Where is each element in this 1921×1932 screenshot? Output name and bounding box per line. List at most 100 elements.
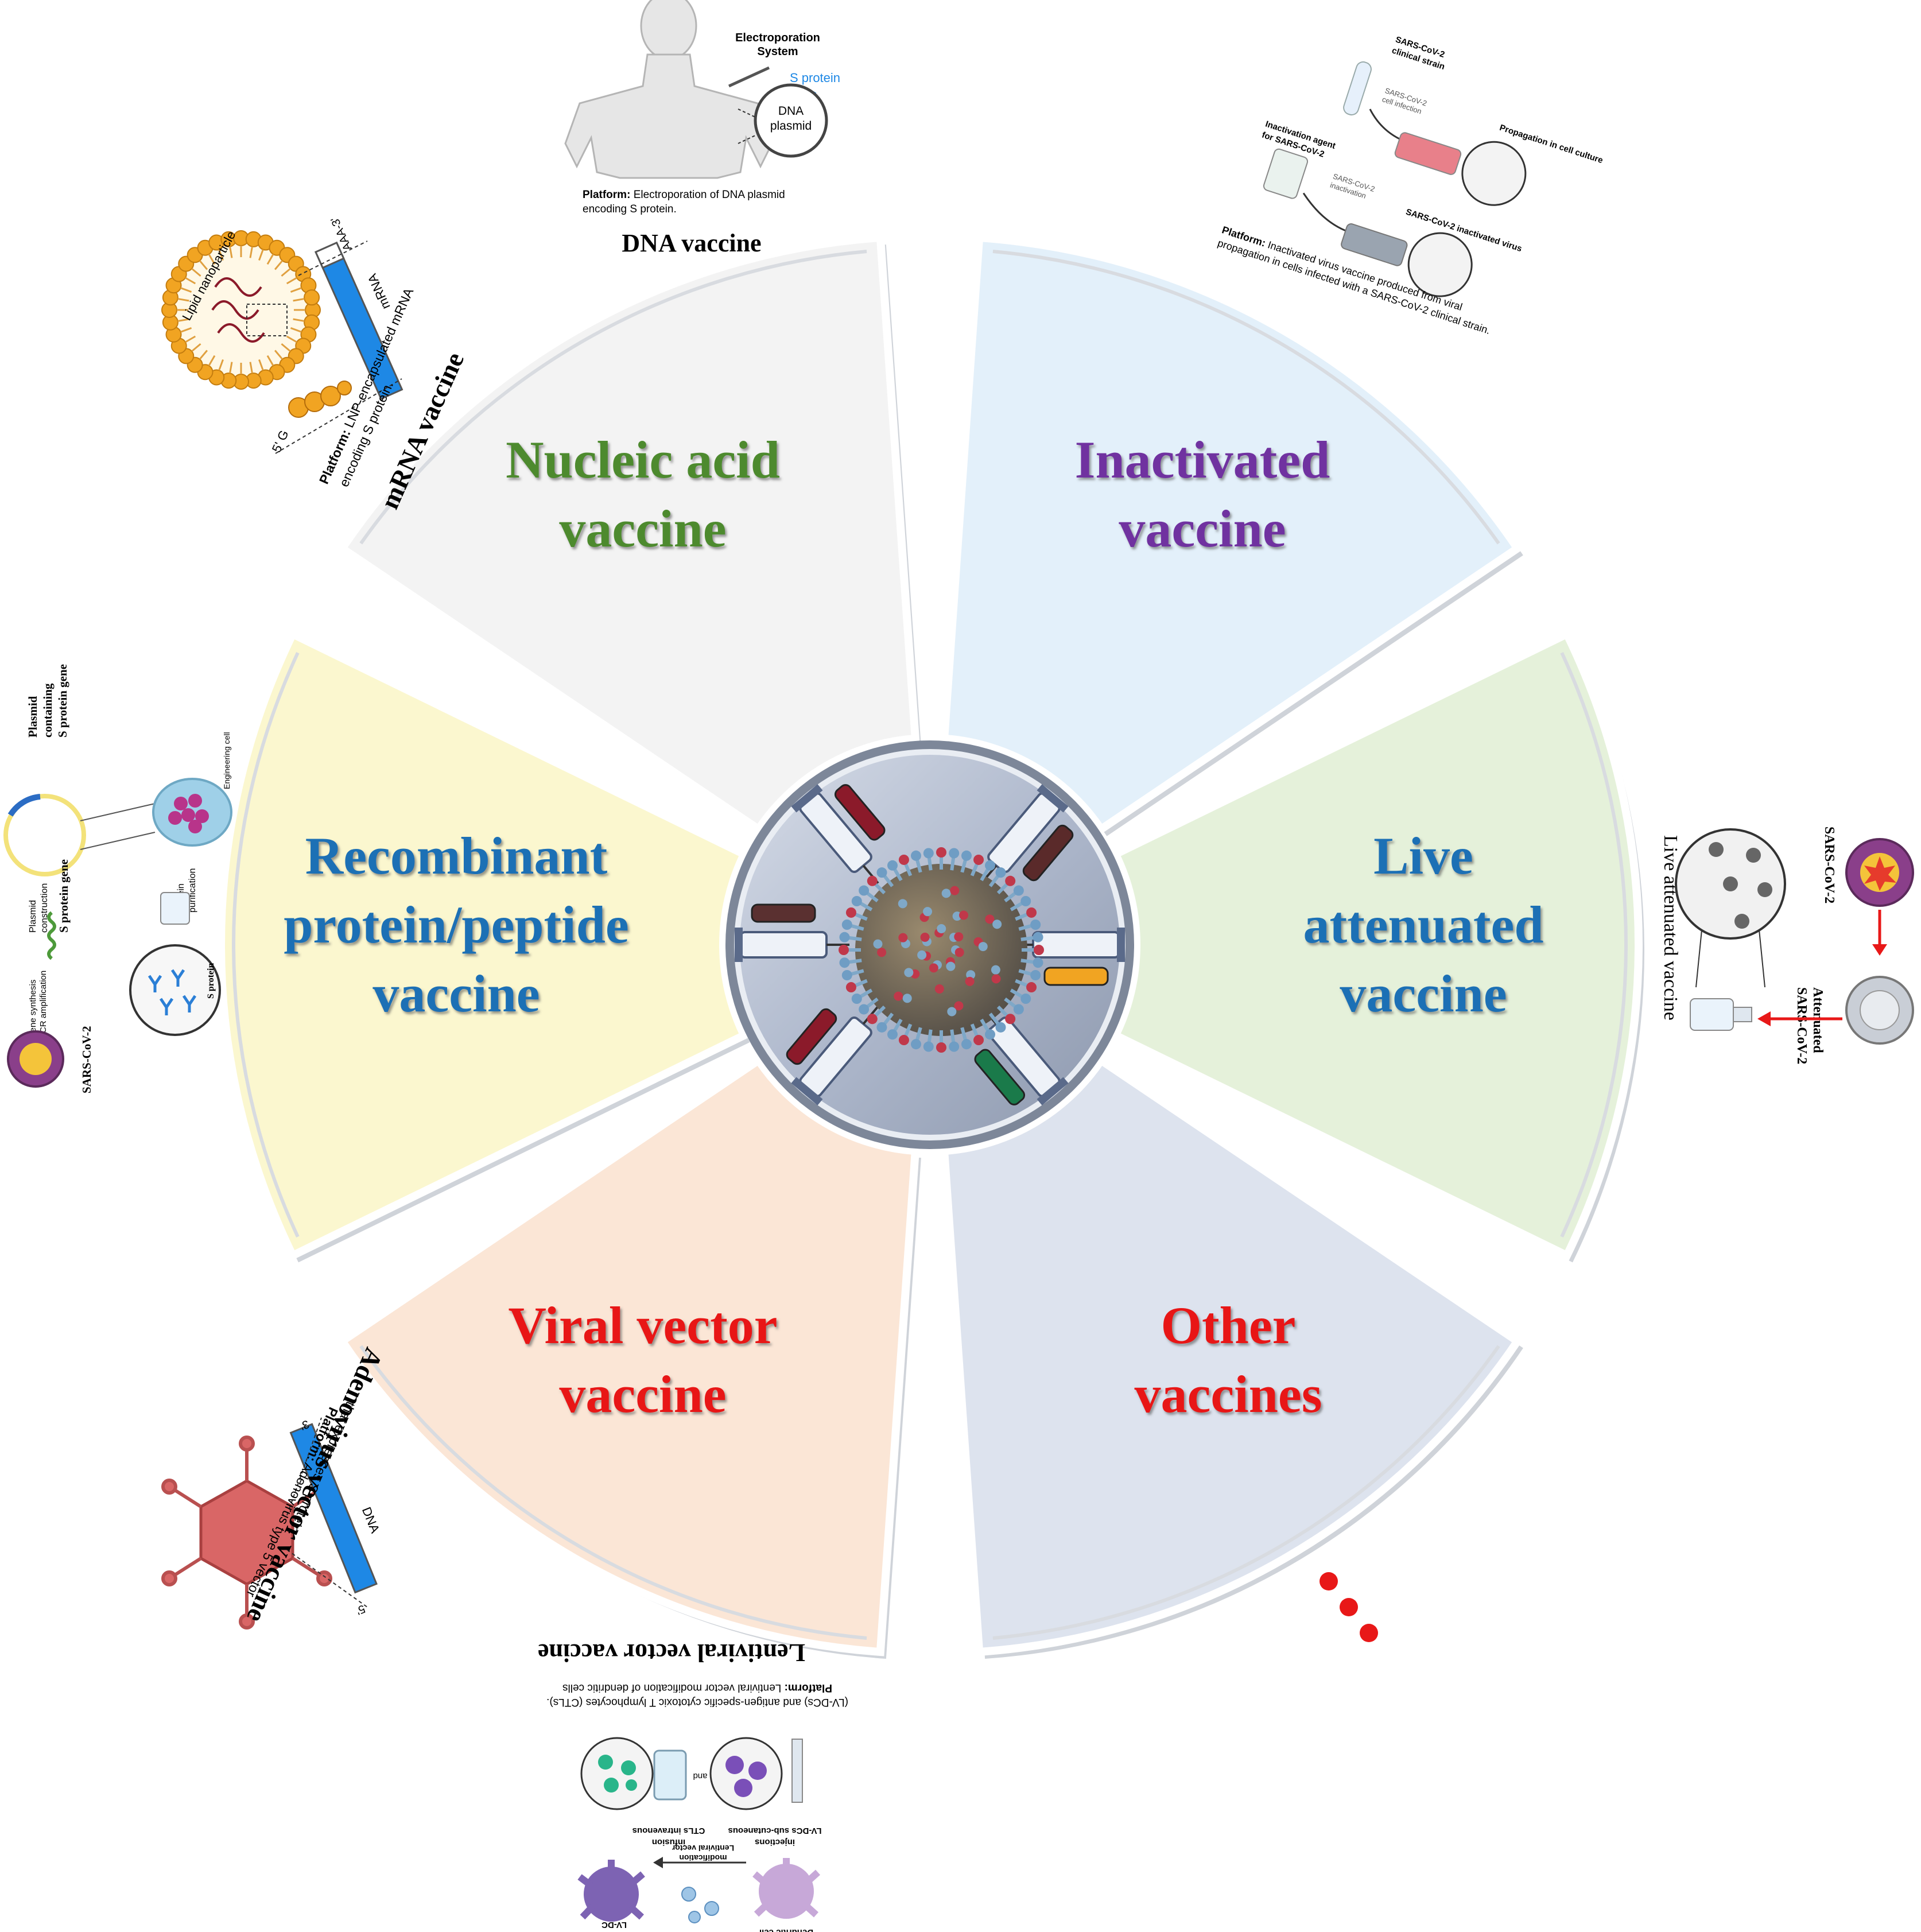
syringe-icon [791,784,886,884]
injection-syringe-icon [791,1739,803,1803]
coronavirus-icon [839,847,1044,1053]
adeno-zoom-lines [286,1417,368,1608]
dna-plasmid-label-2: plasmid [770,119,812,133]
sector-inactivated-title-0: Inactivated [1075,430,1330,489]
dna-vaccine-panel: Electroporation System S protein DNA pla… [564,0,840,257]
sector-recombinant [217,629,750,1261]
recombinant-construction-2: construction [40,883,49,933]
sector-wedges [217,233,1645,1659]
sector-nucleic-title-1: vaccine [559,499,726,558]
recombinant-cell-label: Engineering cell [222,732,231,789]
inactivated-zoom-circle-2 [1407,232,1473,297]
adenovirus-panel: DNA 3' 5' Platform: Adenovirus type 5 ve… [161,1344,389,1630]
live-virus-label: SARS-CoV-2 [1822,827,1837,903]
inactivated-vaccine-panel: SARS-CoV-2 clinical strain SARS-CoV-2 ce… [1216,34,1604,336]
recombinant-gene-label: S protein gene [57,859,71,933]
dna-s-protein-label: S protein [790,71,840,85]
sector-nucleic-bevel [359,250,867,545]
sector-recombinant-title-1: protein/peptide [284,895,628,954]
sector-nucleic-title-0: Nucleic acid [506,430,780,489]
live-arrow-head-down [1872,944,1887,956]
lenti-dc-zoom-circle [709,1737,783,1810]
sector-other-title-0: Other [1161,1296,1295,1355]
sector-viral-title-0: Viral vector [508,1296,777,1355]
flask-inactivated-icon [1341,223,1408,266]
recombinant-panel: Plasmid containing S protein gene Engine… [3,664,232,1093]
lenti-platform-line-2: (LV-DCs) and antigen-specific cytotoxic … [546,1696,848,1708]
sector-viral [336,1054,920,1656]
s-protein-zoom-circle [129,944,221,1036]
sector-other [940,1054,1523,1656]
dna-plasmid-label-1: DNA [778,104,804,118]
lentiviral-panel: Lentiviral vector vaccine Platform: Lent… [538,1639,848,1932]
sector-live-title-0: Live [1373,827,1473,885]
live-attenuated-label-1: Attenuated [1810,987,1825,1053]
sector-live [1110,629,1643,1261]
dropper-bottle-icon [1690,998,1734,1031]
mrna-zoom-lines [275,240,402,454]
sector-recombinant-title-2: vaccine [372,964,540,1023]
sector-viral-title-1: vaccine [559,1365,726,1423]
center-hub [725,740,1134,1149]
lenti-dendritic-label: Dendritic cell [759,1927,813,1932]
sector-recombinant-bevel [232,651,300,1238]
recombinant-sars-cov-2-icon [7,1030,64,1088]
plasmid-gene-segment [7,794,41,817]
dna-zoom-lines [738,108,757,144]
ctl-cells-icon [598,1755,637,1793]
lentivirus-particles [681,1887,719,1923]
lenti-ctl-zoom-circle [580,1737,654,1810]
recombinant-plasmid-2: containing [41,683,55,738]
mrna-cap-beads [288,381,352,418]
sector-other-title-1: vaccines [1134,1365,1322,1423]
sector-live-title-2: vaccine [1340,964,1507,1023]
lenti-platform-line-1: Platform: Lentiviral vector modification… [562,1682,832,1694]
lenti-mod-label-1: Lentiviral vector [672,1844,734,1853]
sector-live-bevel [1560,651,1628,1238]
sector-inactivated [940,233,1523,835]
sector-recombinant-title-0: Recombinant [305,827,608,885]
recombinant-synthesis-1: Gene synthesis [28,980,38,1039]
adeno-gene-strand [289,1423,378,1594]
lenti-mod-label-2: modification [679,1853,727,1863]
syringe-icon [1010,928,1125,986]
engineering-cells [168,794,209,833]
lipid-nanoparticle-icon [161,230,321,390]
recombinant-construction-1: Plasmid [28,900,38,933]
lenti-and-label: and [693,1771,707,1781]
lenti-ctl-label-2: infusion [652,1837,685,1847]
recombinant-purification-2: purification [188,868,197,913]
dna-platform-line-2: encoding S protein. [583,203,677,215]
lenti-lvdc-label: LV-DC [601,1920,627,1930]
dna-helix-icon [47,911,56,960]
mrna-tail-box [315,241,345,269]
sars-cov-2-icon [1845,838,1914,907]
s-protein-icons [148,969,197,1015]
syringe-icon [735,903,849,962]
electroporation-device [728,66,770,88]
recombinant-s-protein-label: S protein [206,963,216,999]
sector-titles: Nucleic acidvaccineInactivatedvaccineLiv… [284,430,1543,1423]
dna-plasmid-circle [754,83,828,158]
adeno-5-label: 5' [354,1602,367,1617]
more-dots [1320,1572,1378,1642]
recombinant-synthesis-2: PCR amplification [38,971,48,1039]
syringe-icon [980,784,1074,884]
live-zoom-lines [1695,929,1765,988]
live-vaccine-title: Live attenuated vaccine [1660,835,1681,1021]
attenuated-virus-icon [1845,976,1914,1045]
recombinant-bottle-icon [160,892,190,925]
sector-inactivated-title-1: vaccine [1119,499,1286,558]
human-body-icon [564,0,773,179]
tube-icon [1343,61,1372,116]
live-attenuated-panel: Live attenuated vaccine SARS-CoV-2 Atten… [1660,827,1914,1064]
sector-other-bevel [992,1345,1500,1640]
live-attenuated-label-2: SARS-CoV-2 [1794,987,1809,1064]
sector-live-title-1: attenuated [1303,895,1543,954]
dna-system-label-2: System [757,45,798,58]
dna-platform-line-1: Platform: Electroporation of DNA plasmid [583,189,785,201]
lenti-ctl-label-1: CTLs intravenous [632,1826,705,1836]
sector-viral-bevel [359,1345,867,1640]
recombinant-plasmid-1: Plasmid [26,696,40,738]
